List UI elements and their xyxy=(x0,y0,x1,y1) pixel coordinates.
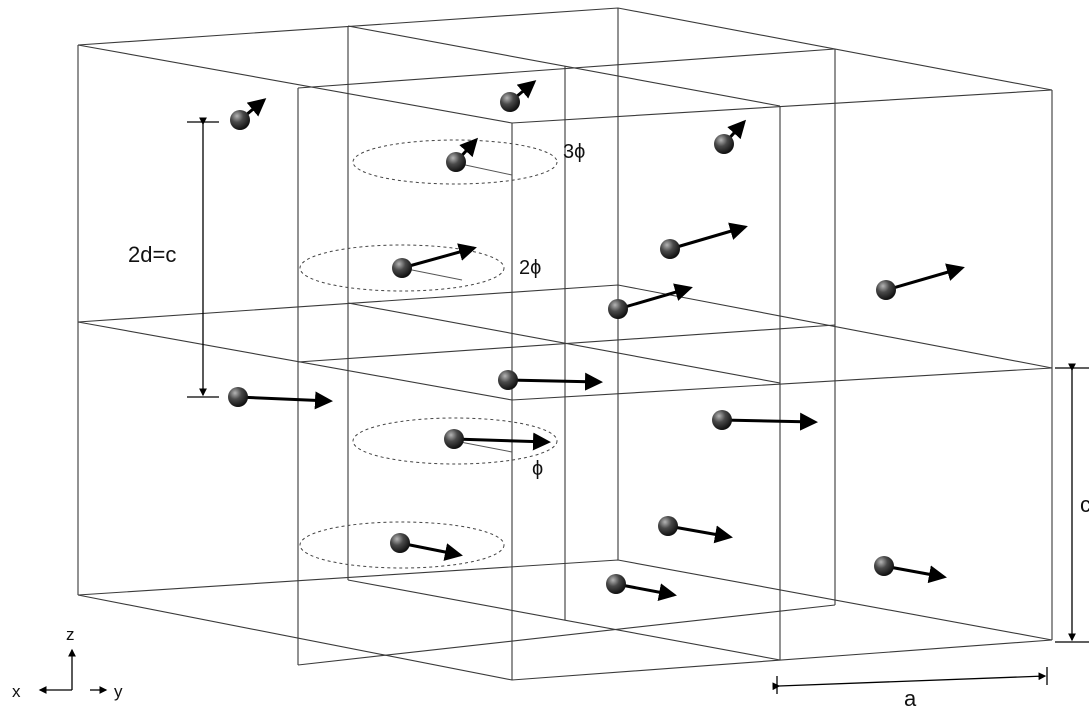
atom xyxy=(876,280,896,300)
spin-arrow xyxy=(237,391,333,410)
atom xyxy=(498,370,518,390)
atom xyxy=(228,387,248,407)
spin-arrow xyxy=(453,432,551,451)
precession-ellipse xyxy=(352,139,558,185)
spin-arrow xyxy=(667,524,733,544)
lattice-edge xyxy=(347,302,781,384)
label-backdrop xyxy=(120,237,202,269)
lattice-edge xyxy=(77,594,1053,681)
lattice-edge xyxy=(77,559,1053,641)
dimension-2d: 2d=c xyxy=(120,117,219,398)
spin-arrow xyxy=(669,222,748,251)
precession-ellipse xyxy=(352,417,558,465)
precession-ellipse xyxy=(299,521,505,569)
phi-1-label: ϕ xyxy=(532,458,543,480)
spin-arrow xyxy=(401,243,477,270)
dimension-c: c xyxy=(1055,363,1089,643)
phi-3-label: 3ϕ xyxy=(563,141,585,163)
axis-triad: z x y xyxy=(12,625,123,701)
layer-spacing-label: 2d=c xyxy=(128,242,176,267)
atom xyxy=(606,574,626,594)
atom xyxy=(446,152,466,172)
lattice-edge xyxy=(77,321,1053,401)
spin-arrow xyxy=(399,541,463,561)
spin-arrow xyxy=(885,263,965,292)
axis-y-label: y xyxy=(114,682,123,701)
reference-line xyxy=(401,267,463,281)
lattice-edge xyxy=(347,25,781,107)
lattice-edge xyxy=(297,604,836,666)
spin-arrow xyxy=(721,412,818,431)
axis-z-label: z xyxy=(66,625,75,644)
precession-ellipses xyxy=(299,139,558,569)
lattice-edge xyxy=(77,284,1053,369)
atom xyxy=(230,110,250,130)
a-label: a xyxy=(904,686,917,708)
atom xyxy=(658,516,678,536)
spin-arrow xyxy=(617,283,693,311)
reference-line xyxy=(454,440,513,453)
spin-arrow xyxy=(883,564,947,584)
atoms xyxy=(228,92,896,594)
axis-x-label: x xyxy=(12,682,21,701)
spin-arrows xyxy=(237,80,965,602)
atom xyxy=(608,299,628,319)
atom xyxy=(500,92,520,112)
atom xyxy=(390,533,410,553)
dimension-a: a xyxy=(772,667,1048,708)
precession-ellipse xyxy=(299,244,505,292)
atom xyxy=(712,410,732,430)
atom xyxy=(874,556,894,576)
atom xyxy=(714,134,734,154)
dimension-line xyxy=(772,672,1047,691)
atom xyxy=(392,258,412,278)
phi-2-label: 2ϕ xyxy=(519,257,541,279)
atom xyxy=(660,239,680,259)
c-label: c xyxy=(1080,492,1089,517)
lattice-edge xyxy=(297,48,836,89)
lattice-edge xyxy=(347,579,781,661)
atom xyxy=(444,429,464,449)
lattice-wireframe xyxy=(77,7,1053,681)
spin-arrow xyxy=(507,372,603,391)
